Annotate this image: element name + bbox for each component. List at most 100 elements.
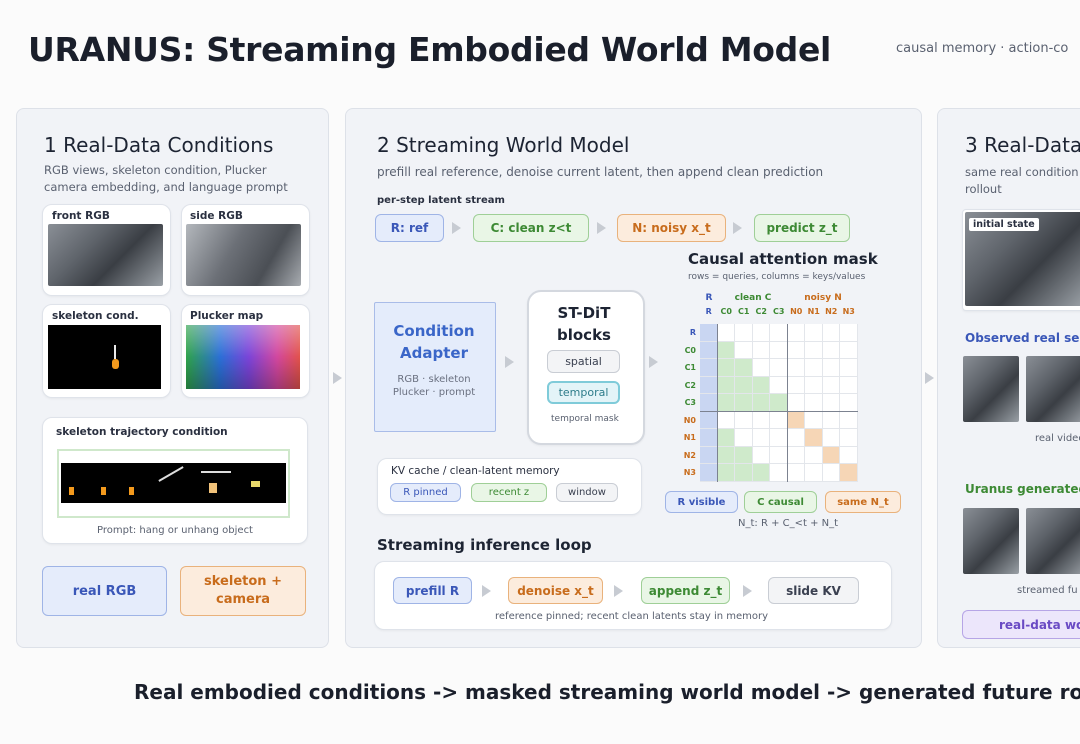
mask-cell (805, 464, 823, 482)
mask-cell (840, 446, 858, 464)
prompt-text: Prompt: hang or unhang object (97, 525, 253, 536)
mask-row-n1: N1 (683, 433, 696, 442)
mask-cell (717, 359, 735, 377)
mask-cell (840, 411, 858, 429)
mask-cell (700, 446, 718, 464)
mask-cell (700, 359, 718, 377)
mask-group-c: clean C (734, 293, 772, 303)
mask-cell (770, 411, 788, 429)
stream-label: per-step latent stream (377, 195, 505, 206)
mask-cell (770, 446, 788, 464)
initial-state-label: initial state (969, 218, 1039, 231)
loop-slide: slide KV (768, 577, 859, 604)
mask-group-r: R (705, 293, 713, 303)
loop-denoise: denoise x_t (508, 577, 603, 604)
generated-label: Uranus generated (965, 482, 1080, 496)
observed-frame-1 (963, 356, 1019, 422)
mask-cell (822, 429, 840, 447)
kv-recent-z: recent z (471, 483, 547, 502)
skeleton-cond-label: skeleton cond. (52, 310, 139, 322)
mask-cell (700, 464, 718, 482)
mask-cell (752, 464, 770, 482)
temporal-mask-label: temporal mask (551, 414, 619, 424)
mask-cell (752, 429, 770, 447)
mask-cell (700, 394, 718, 412)
mask-cell (700, 411, 718, 429)
mask-cell (822, 394, 840, 412)
side-rgb-label: side RGB (190, 210, 243, 222)
mask-cell (787, 411, 805, 429)
mask-cell (840, 464, 858, 482)
stream-noisy: N: noisy x_t (617, 214, 726, 242)
mask-cell (700, 376, 718, 394)
stream-clean: C: clean z<t (473, 214, 589, 242)
mask-cell (787, 394, 805, 412)
mask-cell (700, 341, 718, 359)
stream-ref: R: ref (375, 214, 444, 242)
mask-cell (717, 411, 735, 429)
mask-col-c3: C3 (773, 307, 785, 316)
page-subtitle: causal memory · action-co (896, 41, 1069, 56)
mask-col-r: R (705, 307, 712, 316)
stdit-spatial: spatial (547, 350, 620, 373)
mask-cell (787, 359, 805, 377)
mask-group-n: noisy N (804, 293, 842, 303)
trajectory-label: skeleton trajectory condition (56, 426, 228, 438)
stream-arrow-3 (733, 222, 742, 234)
real-data-badge: real-data wo (962, 610, 1080, 639)
mask-cell (752, 341, 770, 359)
mask-legend-c: C causal (744, 491, 817, 513)
mask-cell (805, 341, 823, 359)
mask-cell (805, 359, 823, 377)
mask-col-c0: C0 (720, 307, 732, 316)
mask-separator (787, 324, 789, 482)
mask-cell (805, 394, 823, 412)
mask-cell (805, 376, 823, 394)
mask-row-c1: C1 (684, 363, 696, 372)
panel1-heading: 1 Real-Data Conditions (44, 133, 274, 157)
mask-cell (735, 394, 753, 412)
loop-append: append z_t (641, 577, 730, 604)
mask-cell (752, 411, 770, 429)
observed-frame-2 (1026, 356, 1080, 422)
mask-col-c1: C1 (738, 307, 750, 316)
stream-predict: predict z_t (754, 214, 850, 242)
mask-cell (735, 411, 753, 429)
mask-col-n2: N2 (825, 307, 838, 316)
mask-cell (805, 446, 823, 464)
mask-cell (717, 394, 735, 412)
mask-cell (822, 411, 840, 429)
condition-adapter-box (374, 302, 496, 432)
panel3-description: same real condition rollout (965, 165, 1079, 196)
mask-cell (717, 429, 735, 447)
observed-label: Observed real seq (965, 331, 1080, 345)
loop-prefill: prefill R (393, 577, 472, 604)
mask-cell (752, 394, 770, 412)
mask-separator (717, 324, 719, 482)
mask-cell (735, 376, 753, 394)
mask-cell (770, 359, 788, 377)
footer-caption: Real embodied conditions -> masked strea… (134, 680, 1080, 704)
mask-cell (770, 394, 788, 412)
mask-cell (717, 464, 735, 482)
stream-arrow-1 (452, 222, 461, 234)
mask-row-r: R (689, 328, 696, 337)
stdit-arrow (649, 356, 658, 368)
mask-cell (770, 341, 788, 359)
mask-cell (822, 446, 840, 464)
mask-cell (700, 324, 718, 342)
front-rgb-label: front RGB (52, 210, 110, 222)
panel3-heading: 3 Real-Data (965, 133, 1080, 157)
adapter-arrow (505, 356, 514, 368)
page-title: URANUS: Streaming Embodied World Model (28, 30, 832, 69)
plucker-map-image (186, 325, 300, 389)
mask-cell (770, 464, 788, 482)
loop-arrow-1 (482, 585, 491, 597)
mask-col-n0: N0 (790, 307, 803, 316)
mask-cell (787, 446, 805, 464)
mask-cell (717, 324, 735, 342)
mask-cell (822, 341, 840, 359)
mask-cell (735, 464, 753, 482)
mask-cell (700, 429, 718, 447)
loop-title: Streaming inference loop (377, 536, 592, 554)
